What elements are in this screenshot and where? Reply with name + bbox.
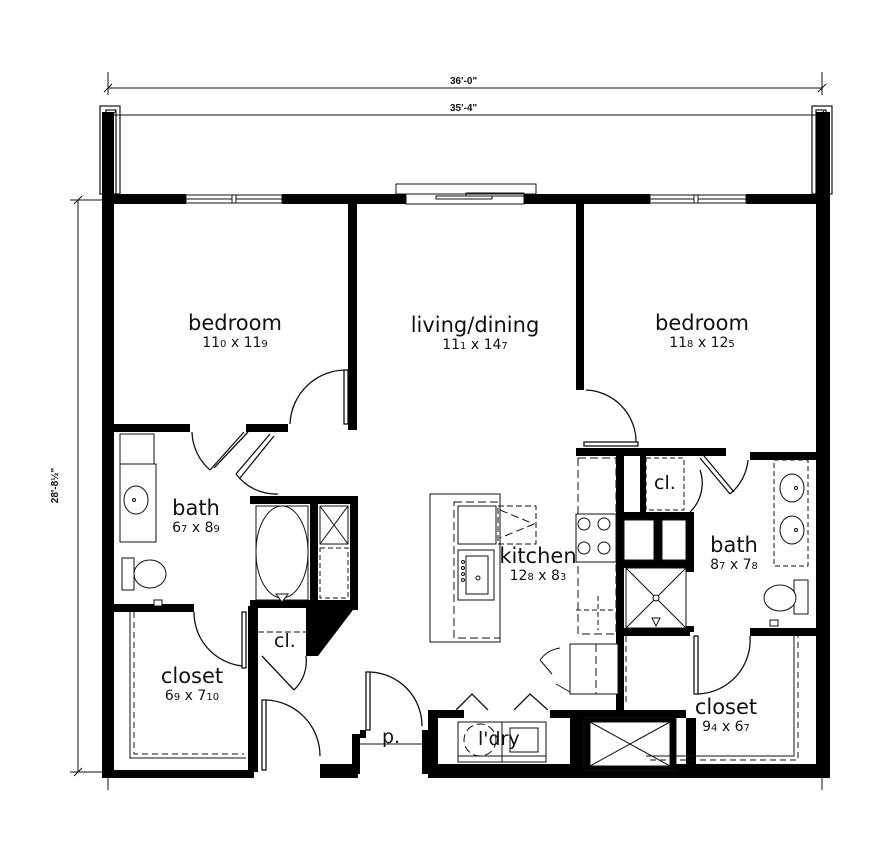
room-closet-left: closet 69 x 710 <box>152 664 232 704</box>
room-bath-right: bath 87 x 78 <box>702 533 766 573</box>
overall-depth-label: 28'-8½" <box>50 467 62 504</box>
room-dimensions: 118 x 125 <box>669 335 735 351</box>
exterior-walls <box>102 112 830 778</box>
room-dimensions: 69 x 710 <box>164 688 220 704</box>
room-dimensions: 94 x 67 <box>702 719 750 735</box>
room-dimensions: 111 x 147 <box>442 337 508 353</box>
interior-width-label: 35'-4" <box>450 103 478 114</box>
fixtures <box>119 433 809 771</box>
balcony-rail <box>99 105 833 195</box>
laundry-label: l'dry <box>478 728 520 750</box>
room-living-dining: living/dining 111 x 147 <box>395 313 555 353</box>
room-dimensions: 87 x 78 <box>710 557 758 573</box>
room-bedroom-right: bedroom 118 x 125 <box>637 311 767 351</box>
overall-width-label: 36'-0" <box>450 76 478 87</box>
interior-walls <box>114 204 816 774</box>
room-name: bedroom <box>188 311 282 335</box>
hall-closet-label: cl. <box>274 630 296 652</box>
room-name: bath <box>172 496 220 520</box>
windows <box>185 183 747 205</box>
room-closet-right: closet 94 x 67 <box>686 695 766 735</box>
room-name: living/dining <box>410 313 540 337</box>
room-bath-left: bath 67 x 89 <box>166 496 226 536</box>
room-name: closet <box>160 664 224 688</box>
room-name: bedroom <box>655 311 749 335</box>
room-kitchen: kitchen 128 x 83 <box>496 544 580 584</box>
room-bedroom-left: bedroom 110 x 119 <box>170 311 300 351</box>
doors <box>191 369 751 771</box>
room-dimensions: 128 x 83 <box>509 568 567 584</box>
dimension-lines <box>70 72 827 790</box>
room-dimensions: 67 x 89 <box>172 520 220 536</box>
bath-closet-label: cl. <box>654 472 676 494</box>
room-name: closet <box>694 695 758 719</box>
pantry-label: p. <box>382 726 401 748</box>
room-name: bath <box>710 533 758 557</box>
room-dimensions: 110 x 119 <box>202 335 268 351</box>
room-name: kitchen <box>499 544 577 568</box>
